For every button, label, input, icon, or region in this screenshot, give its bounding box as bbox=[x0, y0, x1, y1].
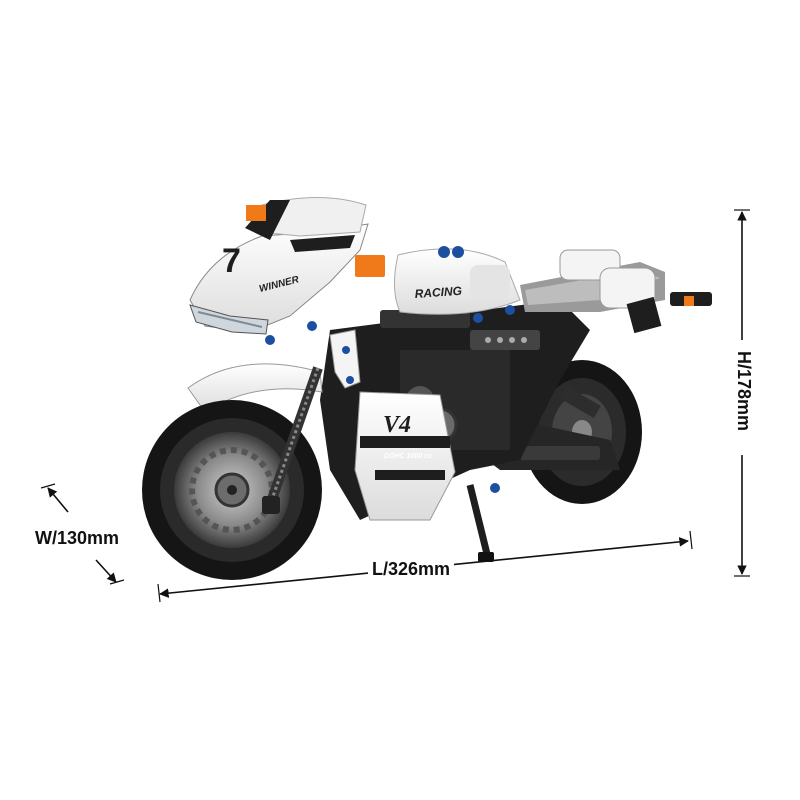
engine-spec: DOHC 1000 cc bbox=[384, 453, 432, 460]
indicator-light bbox=[355, 255, 385, 277]
kickstand bbox=[466, 484, 494, 562]
fuel-tank: RACING bbox=[394, 246, 521, 315]
engine-cover: V4 DOHC 1000 cc bbox=[329, 329, 456, 521]
engine-badge: V4 bbox=[383, 412, 411, 438]
front-wheel bbox=[142, 400, 322, 580]
front-fork bbox=[262, 366, 323, 514]
motorcycle-model: RACING 7 WINNER bbox=[142, 197, 712, 580]
front-fairing: 7 WINNER bbox=[189, 197, 369, 335]
height-label: H/178mm bbox=[734, 346, 754, 436]
length-label: L/326mm bbox=[368, 560, 455, 578]
blue-connectors bbox=[265, 305, 515, 493]
width-dimension-arrow bbox=[40, 483, 125, 585]
front-fender bbox=[187, 363, 323, 413]
tail-section bbox=[520, 249, 712, 334]
race-number: 7 bbox=[222, 242, 241, 280]
height-dimension-arrow bbox=[734, 209, 750, 577]
width-label: W/130mm bbox=[35, 528, 120, 548]
tank-text: RACING bbox=[414, 284, 462, 301]
